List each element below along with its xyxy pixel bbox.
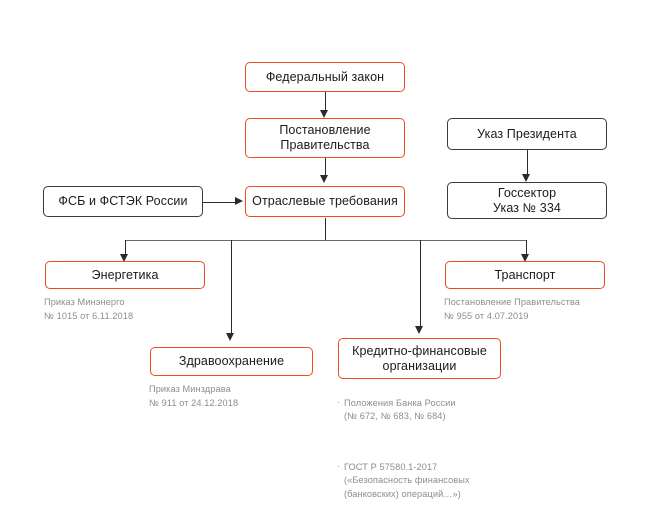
arrowhead-bus-to-credit-financial bbox=[415, 326, 423, 334]
note-credit-financial-item-1: Положения Банка России (№ 672, № 683, № … bbox=[337, 396, 537, 424]
arrowhead-bus-to-healthcare bbox=[226, 333, 234, 341]
note-spacer bbox=[337, 437, 537, 447]
node-healthcare-label: Здравоохранение bbox=[178, 354, 285, 368]
node-presidential-decree-label: Указ Президента bbox=[477, 126, 577, 141]
arrowhead-president-to-govsector bbox=[522, 174, 530, 182]
node-industry-requirements-label: Отраслевые требования bbox=[252, 194, 398, 208]
connector-bus-to-transport bbox=[525, 240, 527, 257]
note-energy: Приказ Минэнерго № 1015 от 6.11.2018 bbox=[44, 297, 134, 321]
node-fsb-fstec-label: ФСБ и ФСТЭК России bbox=[58, 194, 188, 208]
arrowhead-federal-law-to-decree bbox=[320, 110, 328, 118]
connector-bus-to-energy bbox=[124, 240, 126, 257]
note-credit-financial: Положения Банка России (№ 672, № 683, № … bbox=[337, 383, 537, 515]
node-presidential-decree[interactable]: Указ Президента bbox=[447, 118, 607, 150]
connector-fsb-to-industry bbox=[203, 201, 235, 203]
arrowhead-decree-to-industry bbox=[320, 175, 328, 183]
node-federal-law[interactable]: Федеральный закон bbox=[245, 62, 405, 92]
node-energy-label: Энергетика bbox=[91, 267, 159, 282]
node-fsb-fstec[interactable]: ФСБ и ФСТЭК России bbox=[43, 186, 203, 217]
note-transport: Постановление Правительства № 955 от 4.0… bbox=[444, 297, 580, 321]
node-transport-label: Транспорт bbox=[494, 267, 556, 282]
node-credit-financial[interactable]: Кредитно-финансовые организации bbox=[338, 338, 501, 379]
connector-president-to-govsector bbox=[526, 150, 528, 174]
node-credit-financial-label: Кредитно-финансовые организации bbox=[352, 343, 487, 373]
connector-industry-to-bus bbox=[324, 218, 326, 240]
connector-federal-law-to-decree bbox=[324, 92, 326, 110]
note-healthcare: Приказ Минздрава № 911 от 24.12.2018 bbox=[149, 384, 239, 408]
connector-distribution-bus bbox=[125, 239, 526, 241]
node-transport[interactable]: Транспорт bbox=[445, 261, 605, 289]
arrowhead-fsb-to-industry bbox=[235, 197, 243, 205]
connector-decree-to-industry bbox=[324, 158, 326, 175]
arrowhead-bus-to-energy bbox=[120, 254, 128, 262]
node-energy[interactable]: Энергетика bbox=[45, 261, 205, 289]
node-healthcare[interactable]: Здравоохранение bbox=[150, 347, 313, 376]
node-government-decree-label: Постановление Правительства bbox=[279, 123, 371, 152]
node-gov-sector-label: Госсектор Указ № 334 bbox=[493, 185, 561, 215]
node-government-decree[interactable]: Постановление Правительства bbox=[245, 118, 405, 158]
node-federal-law-label: Федеральный закон bbox=[265, 69, 385, 84]
connector-bus-to-healthcare bbox=[230, 240, 232, 336]
node-gov-sector[interactable]: Госсектор Указ № 334 bbox=[447, 182, 607, 219]
note-credit-financial-item-2: ГОСТ Р 57580.1-2017 («Безопасность финан… bbox=[337, 460, 537, 502]
node-industry-requirements[interactable]: Отраслевые требования bbox=[245, 186, 405, 217]
connector-bus-to-credit-financial bbox=[419, 240, 421, 329]
arrowhead-bus-to-transport bbox=[521, 254, 529, 262]
